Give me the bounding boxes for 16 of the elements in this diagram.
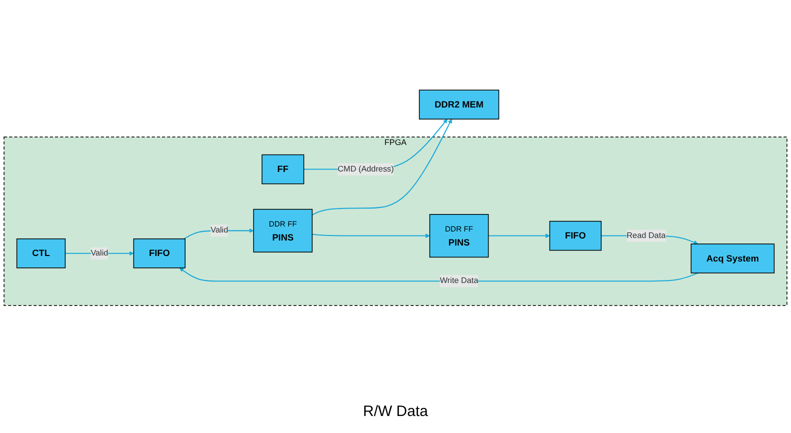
node-box: FF bbox=[262, 154, 304, 184]
node-box: FIFO bbox=[133, 238, 186, 268]
node-box: Acq System bbox=[690, 243, 775, 274]
arrow bbox=[312, 118, 452, 216]
edge-label: CMD (Address) bbox=[338, 164, 394, 174]
edge-label: Read Data bbox=[626, 230, 666, 240]
node-box: DDR2 MEM bbox=[418, 89, 500, 120]
arrow bbox=[179, 267, 698, 282]
note-label: R/W Data bbox=[362, 403, 428, 420]
arrow bbox=[312, 233, 430, 238]
edge-label: Valid bbox=[90, 248, 108, 258]
node-box: CTL bbox=[16, 238, 66, 268]
node-box: FIFO bbox=[549, 220, 602, 250]
edge-label: Valid bbox=[210, 226, 228, 234]
edge-label: Write Data bbox=[440, 276, 478, 285]
arrow bbox=[488, 233, 550, 238]
